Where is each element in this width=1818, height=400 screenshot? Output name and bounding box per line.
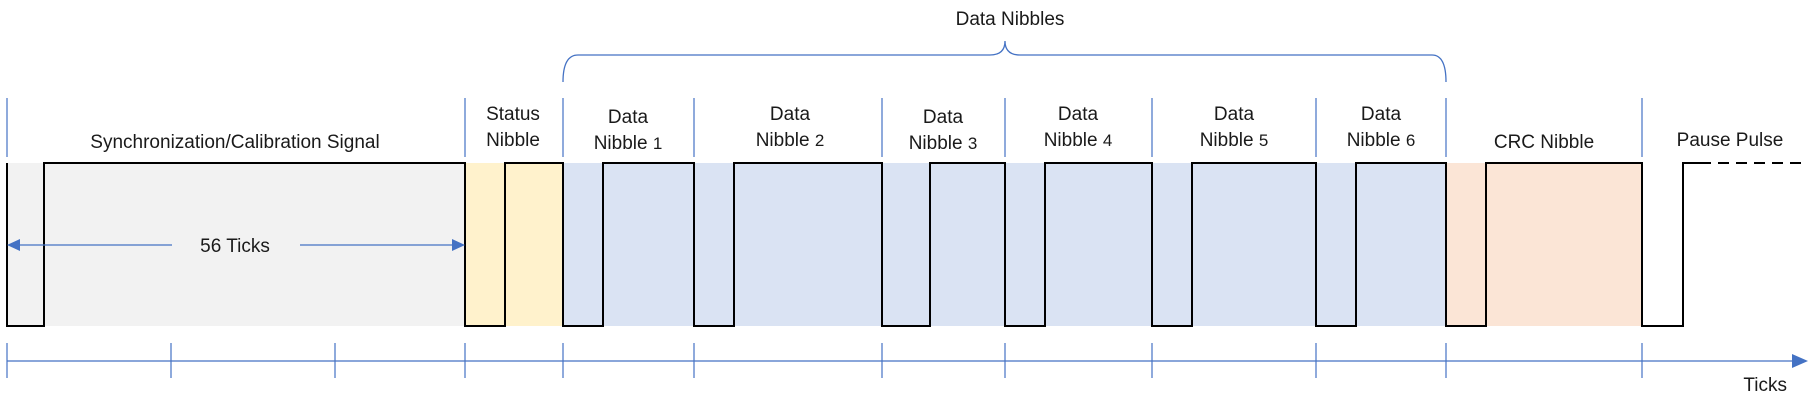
data3-label-num: 3 xyxy=(968,134,977,153)
axis-label: Ticks xyxy=(1743,375,1787,396)
data2-label-line1: Data xyxy=(770,104,811,125)
ticks-axis xyxy=(6,343,1808,378)
data2-label-line2: Nibble 2 xyxy=(756,130,825,151)
data4-label-word: Nibble xyxy=(1044,130,1098,151)
data6-label-word: Nibble xyxy=(1347,130,1401,151)
data2-label-word: Nibble xyxy=(756,130,810,151)
data5-label-word: Nibble xyxy=(1200,130,1254,151)
pause-pulse-label: Pause Pulse xyxy=(1677,130,1784,151)
data-nibbles-title: Data Nibbles xyxy=(956,9,1065,30)
data5-label-line1: Data xyxy=(1214,104,1255,125)
data4-label-num: 4 xyxy=(1103,131,1112,150)
data2-label-num: 2 xyxy=(815,131,824,150)
segment-boundaries-top xyxy=(6,98,1643,157)
measurement-label: 56 Ticks xyxy=(200,236,270,257)
sync-label: Synchronization/Calibration Signal xyxy=(90,132,379,153)
status-label-line1: Status xyxy=(486,104,540,125)
data3-label-word: Nibble xyxy=(909,133,963,154)
data3-label-line1: Data xyxy=(923,107,964,128)
crc-label: CRC Nibble xyxy=(1494,132,1594,153)
data6-label-line2: Nibble 6 xyxy=(1347,130,1416,151)
data6-label-num: 6 xyxy=(1406,131,1415,150)
data6-label-line1: Data xyxy=(1361,104,1402,125)
data1-label-num: 1 xyxy=(653,134,662,153)
status-label-line2: Nibble xyxy=(486,130,540,151)
data-nibbles-brace xyxy=(562,40,1447,83)
axis-arrowhead xyxy=(1792,354,1808,368)
measurement-arrow xyxy=(7,239,465,251)
data5-label-num: 5 xyxy=(1259,131,1268,150)
data3-label-line2: Nibble 3 xyxy=(909,133,978,154)
data1-label-line2: Nibble 1 xyxy=(594,133,663,154)
data4-label-line1: Data xyxy=(1058,104,1099,125)
status-segment-fill xyxy=(465,163,563,326)
data1-label-line1: Data xyxy=(608,107,649,128)
data5-label-line2: Nibble 5 xyxy=(1200,130,1269,151)
crc-segment-fill xyxy=(1446,163,1642,326)
data1-label-word: Nibble xyxy=(594,133,648,154)
data4-label-line2: Nibble 4 xyxy=(1044,130,1113,151)
signal-waveform xyxy=(6,162,1700,327)
